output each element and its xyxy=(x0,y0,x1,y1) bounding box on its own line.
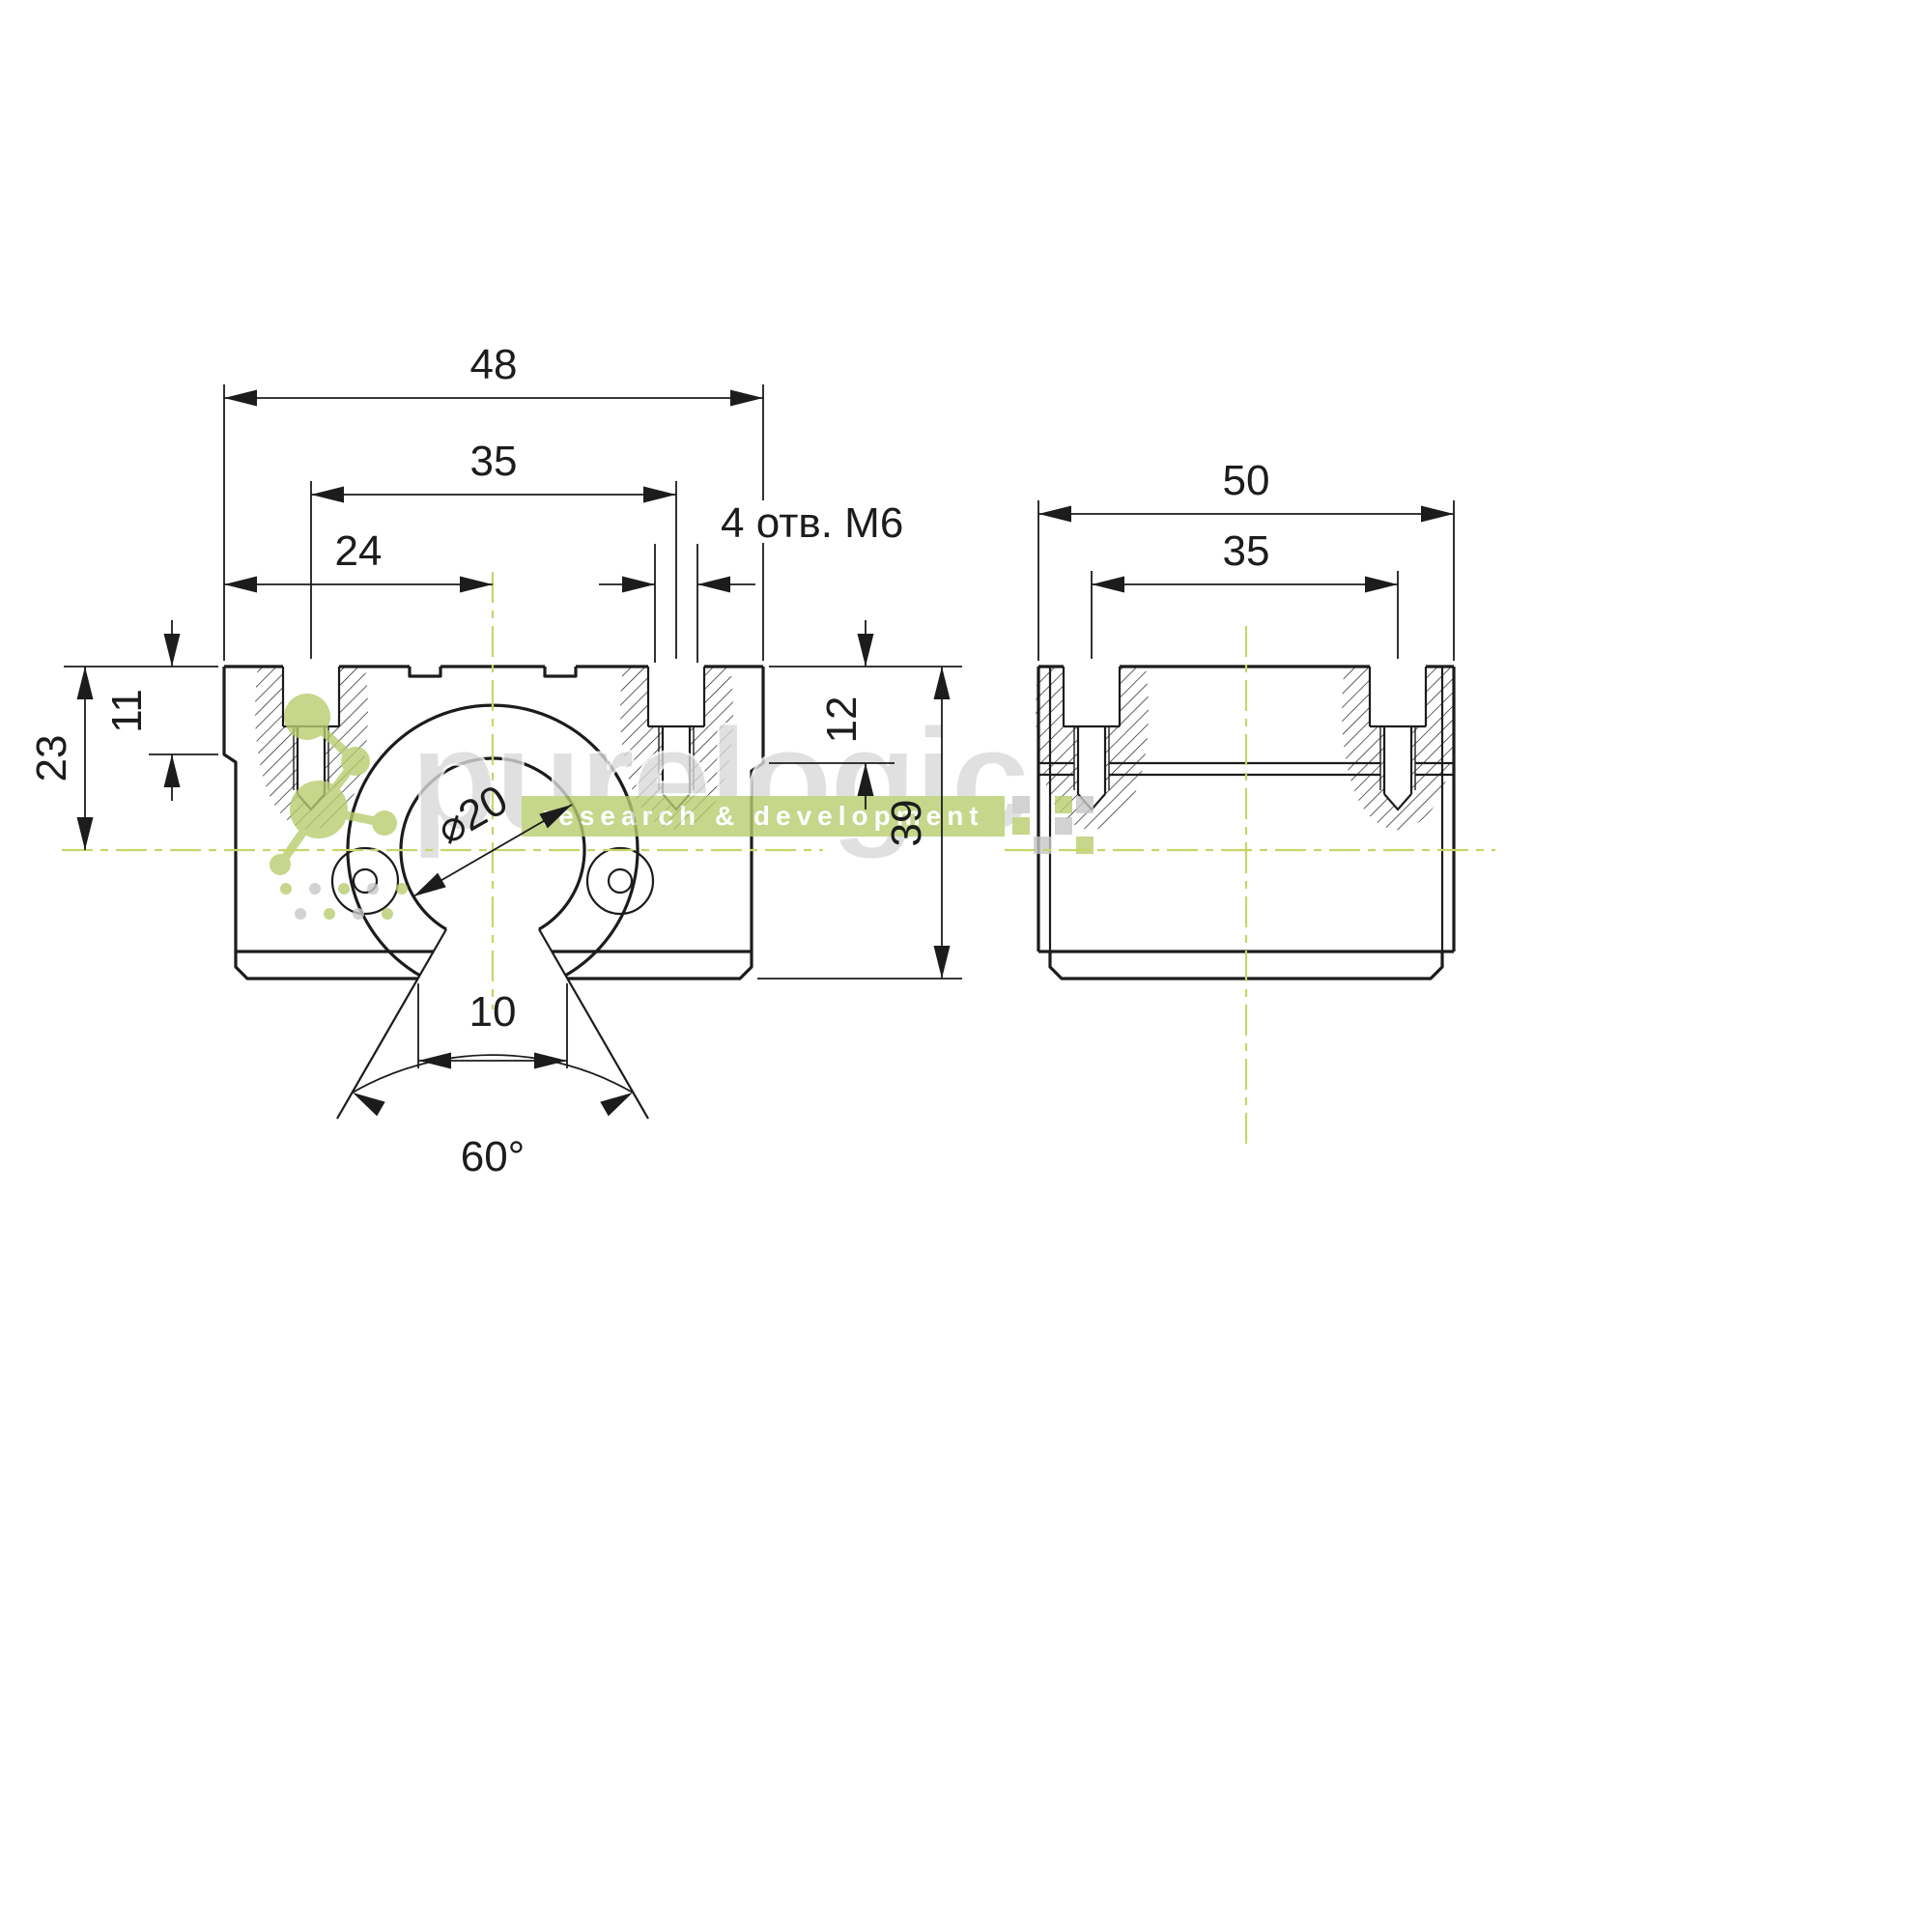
watermark-ribbon xyxy=(522,796,1005,837)
ear-boss-left xyxy=(330,846,400,916)
dimension-lines xyxy=(84,397,1454,1094)
watermark-dots xyxy=(280,883,408,920)
counterbore-holes-side xyxy=(1062,667,1428,811)
ear-boss-right xyxy=(585,846,655,916)
end-cap-seams xyxy=(1048,667,1444,952)
base-flange xyxy=(234,952,753,980)
ear-hole-left xyxy=(352,867,379,895)
dim-front-step-right-label: 12 xyxy=(818,696,866,744)
slot-edges xyxy=(336,928,649,1120)
side-view xyxy=(1036,665,1456,980)
dim-front-step-left-label: 11 xyxy=(103,689,151,733)
holes-note-backing xyxy=(717,500,902,543)
dim-front-height-label: 39 xyxy=(883,800,930,847)
ear-hole-right xyxy=(607,867,634,895)
dim-front-hole-spacing-label: 35 xyxy=(470,438,518,485)
holes-note-label: 4 отв. M6 xyxy=(721,499,903,547)
dim-slot-angle-label: 60° xyxy=(461,1133,526,1180)
watermark: purelogic research & development xyxy=(270,694,1094,920)
dim-side-hole-spacing-label: 35 xyxy=(1223,527,1270,575)
top-groove xyxy=(408,667,578,678)
dim-side-width-label: 50 xyxy=(1223,457,1270,504)
watermark-logo-nodes xyxy=(270,694,397,875)
dim-front-width-label: 48 xyxy=(470,341,518,388)
bore-step-lines xyxy=(1038,761,1454,777)
dim-slot-width-label: 10 xyxy=(469,988,517,1036)
angle-arc xyxy=(352,1054,634,1094)
hole-clearance-side xyxy=(1064,667,1426,810)
dim-front-center-height-label: 23 xyxy=(28,735,75,782)
centerlines xyxy=(62,572,1495,1145)
dim-front-half-width-label: 24 xyxy=(335,527,383,575)
watermark-tagline: research & development xyxy=(542,801,983,831)
block-outline xyxy=(222,665,765,980)
